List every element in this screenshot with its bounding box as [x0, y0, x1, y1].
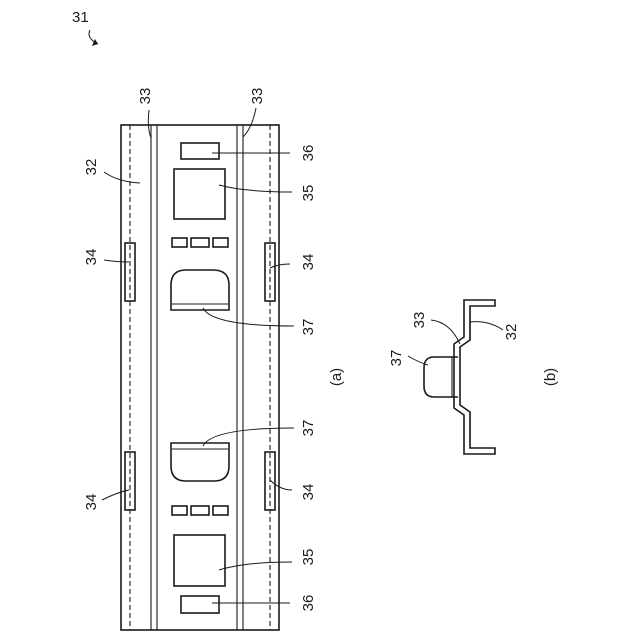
- label-36-top: 36: [300, 145, 317, 162]
- leader-32: [104, 172, 140, 183]
- leader-b-32: [470, 322, 503, 330]
- small-slot-top-right: [213, 238, 228, 247]
- leader-35-top: [219, 185, 292, 192]
- label-37-top: 37: [300, 319, 317, 336]
- hole-36-top: [181, 143, 219, 159]
- figure-number-label: 31: [72, 9, 89, 26]
- view-a-drawing: [121, 125, 279, 630]
- hole-36-bottom: [181, 596, 219, 613]
- view-b-drawing: [424, 300, 495, 454]
- small-slot-bottom-right: [213, 506, 228, 515]
- label-32: 32: [83, 159, 100, 176]
- rail-outline: [121, 125, 279, 630]
- leader-35-bottom: [219, 562, 292, 570]
- small-slot-top-left: [172, 238, 187, 247]
- label-33-right: 33: [249, 88, 266, 105]
- label-34-top-left: 34: [83, 249, 100, 266]
- leader-34-bottom-right: [270, 480, 292, 490]
- view-a-caption: (a): [328, 368, 345, 386]
- label-37-bottom: 37: [300, 420, 317, 437]
- label-b-37: 37: [388, 350, 405, 367]
- label-35-top: 35: [300, 185, 317, 202]
- view-a-leaders: [102, 108, 294, 603]
- label-b-32: 32: [503, 324, 520, 341]
- view-a-labels: 33 33 32 36 35 34 34 37 (a) 37 34 34 35 …: [83, 88, 345, 612]
- label-34-top-right: 34: [300, 254, 317, 271]
- label-33-left: 33: [137, 88, 154, 105]
- label-b-33: 33: [411, 312, 428, 329]
- label-36-bottom: 36: [300, 595, 317, 612]
- small-slot-bottom-left: [172, 506, 187, 515]
- label-34-bottom-right: 34: [300, 484, 317, 501]
- figure-number-arrowhead: [92, 39, 98, 46]
- label-34-bottom-left: 34: [83, 494, 100, 511]
- hole-35-top: [174, 169, 225, 219]
- hole-35-bottom: [174, 535, 225, 586]
- view-b-caption: (b): [542, 368, 559, 386]
- label-35-bottom: 35: [300, 549, 317, 566]
- small-slot-bottom-middle: [191, 506, 209, 515]
- leader-33-right: [243, 108, 256, 137]
- cross-section-tab-37: [424, 357, 458, 397]
- small-slot-top-middle: [191, 238, 209, 247]
- view-b-labels: 33 32 37 (b): [388, 312, 559, 387]
- leader-b-33: [431, 320, 460, 344]
- leader-34-top-right: [270, 264, 290, 268]
